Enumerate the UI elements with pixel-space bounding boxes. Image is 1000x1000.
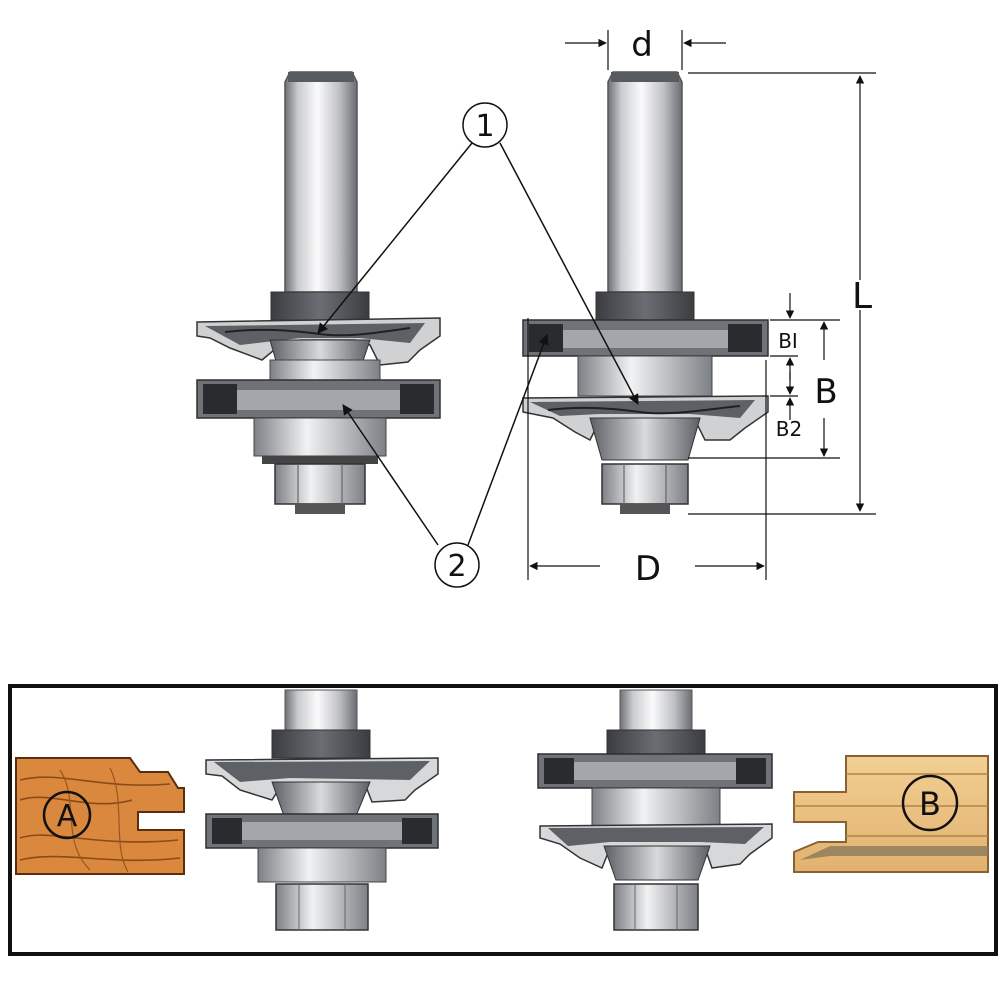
dim-d-label: d — [631, 25, 653, 65]
left-nut — [274, 463, 366, 505]
left-collar — [270, 291, 370, 321]
right-nut — [601, 463, 689, 505]
dimension-lines — [527, 30, 876, 580]
callout-1: 1 — [462, 102, 508, 148]
callout-2: 2 — [434, 542, 480, 588]
right-shank — [607, 71, 683, 293]
profile-a-label: A — [57, 799, 78, 834]
profile-b-wood: B — [793, 755, 989, 873]
callout-leaders — [317, 142, 639, 546]
dim-B-label: B — [814, 372, 837, 412]
bottom-left-bit — [205, 689, 439, 931]
svg-text:2: 2 — [447, 549, 466, 584]
application-panel: A — [8, 684, 998, 956]
right-collar — [595, 291, 695, 321]
dim-B2-label: B2 — [776, 417, 802, 441]
dim-B1-label: BI — [778, 329, 798, 353]
right-router-bit — [522, 71, 769, 514]
dim-L-label: L — [852, 276, 872, 317]
dim-D-label: D — [635, 549, 661, 589]
bottom-right-bit — [537, 689, 773, 931]
right-bearing — [577, 355, 713, 397]
left-shank — [284, 71, 358, 293]
profile-a-wood: A — [15, 757, 185, 875]
left-router-bit — [196, 71, 441, 514]
svg-text:1: 1 — [475, 109, 494, 144]
profile-b-label: B — [919, 785, 941, 823]
left-bearing — [253, 417, 387, 457]
